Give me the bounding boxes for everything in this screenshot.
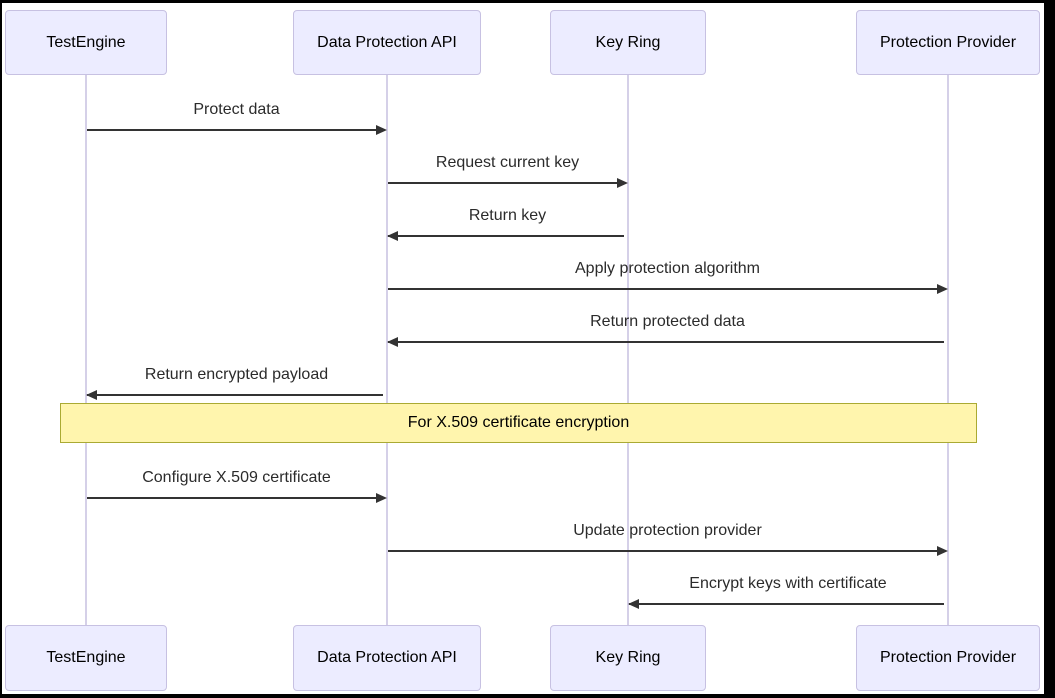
lifeline-keyring: [627, 75, 629, 625]
message-line: [388, 341, 944, 343]
message-line: [87, 394, 383, 396]
arrowhead-left-icon: [628, 599, 639, 609]
arrowhead-left-icon: [86, 390, 97, 400]
actor-top-provider: Protection Provider: [856, 10, 1040, 75]
actor-top-keyring: Key Ring: [550, 10, 706, 75]
arrowhead-right-icon: [937, 284, 948, 294]
message-label: Return key: [468, 207, 547, 224]
message-label: Return protected data: [590, 313, 745, 330]
arrowhead-left-icon: [387, 337, 398, 347]
message-label: Return encrypted payload: [144, 366, 329, 383]
actor-bottom-dpapi: Data Protection API: [293, 625, 481, 691]
arrowhead-right-icon: [376, 125, 387, 135]
message-label: Request current key: [435, 154, 580, 171]
message-label: Configure X.509 certificate: [142, 469, 331, 486]
note-label: For X.509 certificate encryption: [407, 414, 630, 431]
message-label: Update protection provider: [573, 522, 762, 539]
message-line: [388, 550, 944, 552]
message-line: [87, 129, 383, 131]
message-line: [388, 182, 624, 184]
message-line: [87, 497, 383, 499]
diagram-canvas: [2, 3, 1044, 694]
actor-label: Protection Provider: [879, 33, 1017, 51]
actor-label: Key Ring: [595, 33, 661, 51]
arrowhead-right-icon: [376, 493, 387, 503]
note-x509: For X.509 certificate encryption: [60, 403, 977, 443]
actor-top-dpapi: Data Protection API: [293, 10, 481, 75]
lifeline-provider: [947, 75, 949, 625]
actor-label: TestEngine: [46, 649, 126, 666]
actor-label: TestEngine: [46, 33, 126, 51]
lifeline-dpapi: [386, 75, 388, 625]
actor-top-testengine: TestEngine: [5, 10, 167, 75]
arrowhead-left-icon: [387, 231, 398, 241]
actor-label: Protection Provider: [879, 649, 1017, 666]
message-line: [388, 288, 944, 290]
lifeline-testengine: [85, 75, 87, 625]
actor-label: Data Protection API: [317, 649, 457, 666]
actor-label: Key Ring: [595, 649, 661, 666]
actor-label: Data Protection API: [317, 33, 457, 51]
message-label: Encrypt keys with certificate: [689, 575, 887, 592]
actor-bottom-testengine: TestEngine: [5, 625, 167, 691]
message-line: [388, 235, 624, 237]
arrowhead-right-icon: [617, 178, 628, 188]
actor-bottom-keyring: Key Ring: [550, 625, 706, 691]
arrowhead-right-icon: [937, 546, 948, 556]
message-label: Apply protection algorithm: [575, 260, 760, 277]
message-line: [629, 603, 944, 605]
actor-bottom-provider: Protection Provider: [856, 625, 1040, 691]
message-label: Protect data: [193, 101, 280, 118]
